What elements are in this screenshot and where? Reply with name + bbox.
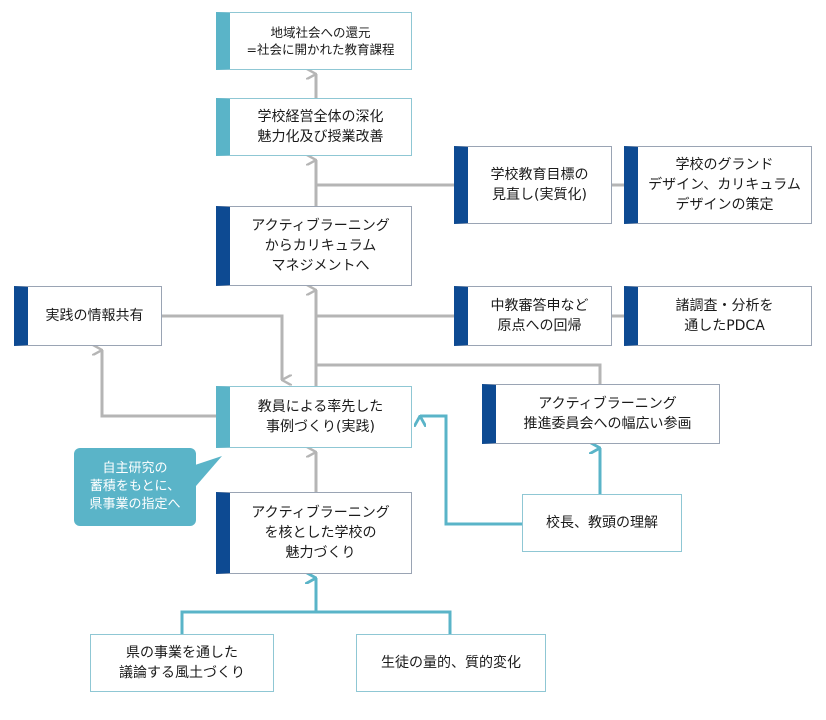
box-principal: 校長、教頭の理解	[522, 494, 682, 552]
box-student-change-label: 生徒の量的、質的変化	[381, 655, 521, 671]
arrow-sharing-to-practice	[162, 314, 282, 380]
box-info-sharing: 実践の情報共有	[14, 286, 162, 346]
box-grand-design: 学校のグランド デザイン、カリキュラム デザインの策定	[624, 146, 812, 224]
box-attractiveness: アクティブラーニング を核とした学校の 魅力づくり	[216, 492, 412, 574]
box-curriculum-management: アクティブラーニング からカリキュラム マネジメントへ	[216, 206, 412, 286]
box-teacher-practice: 教員による率先した 事例づくり(実践)	[216, 386, 412, 448]
arrow-practice-to-sharing	[102, 350, 216, 418]
box-community-return-label: 地域社会への還元 =社会に開かれた教育課程	[246, 25, 395, 57]
box-council-report-label: 中教審答申など 原点への回帰	[490, 298, 589, 334]
box-committee-label: アクティブラーニング 推進委員会への幅広い参画	[523, 396, 692, 432]
box-attractiveness-label: アクティブラーニング を核とした学校の 魅力づくり	[251, 505, 390, 561]
box-council-report: 中教審答申など 原点への回帰	[454, 286, 612, 346]
box-pdca: 諸調査・分析を 通したPDCA	[624, 286, 812, 346]
box-prefecture-culture-label: 県の事業を通した 議論する風土づくり	[119, 645, 245, 681]
box-pdca-label: 諸調査・分析を 通したPDCA	[675, 298, 774, 334]
box-curriculum-management-label: アクティブラーニング からカリキュラム マネジメントへ	[251, 218, 390, 274]
box-goal-review: 学校教育目標の 見直し(実質化)	[454, 146, 612, 224]
arrow-principal-to-practice	[420, 414, 522, 526]
line-prefecture-feed	[180, 610, 452, 634]
box-info-sharing-label: 実践の情報共有	[45, 308, 144, 324]
box-deepening-label: 学校経営全体の深化 魅力化及び授業改善	[257, 109, 384, 145]
callout-bubble: 自主研究の 蓄積をもとに、 県事業の指定へ	[74, 448, 196, 526]
box-prefecture-culture: 県の事業を通した 議論する風土づくり	[90, 634, 274, 692]
box-grand-design-label: 学校のグランド デザイン、カリキュラム デザインの策定	[648, 157, 801, 213]
box-goal-review-label: 学校教育目標の 見直し(実質化)	[490, 167, 589, 203]
box-deepening: 学校経営全体の深化 魅力化及び授業改善	[216, 98, 412, 156]
callout-text: 自主研究の 蓄積をもとに、 県事業の指定へ	[89, 461, 181, 512]
box-community-return: 地域社会への還元 =社会に開かれた教育課程	[216, 12, 412, 70]
box-teacher-practice-label: 教員による率先した 事例づくり(実践)	[257, 399, 384, 435]
box-committee: アクティブラーニング 推進委員会への幅広い参画	[482, 384, 720, 444]
box-student-change: 生徒の量的、質的変化	[356, 634, 546, 692]
line-committee	[316, 363, 602, 384]
box-principal-label: 校長、教頭の理解	[546, 515, 658, 531]
